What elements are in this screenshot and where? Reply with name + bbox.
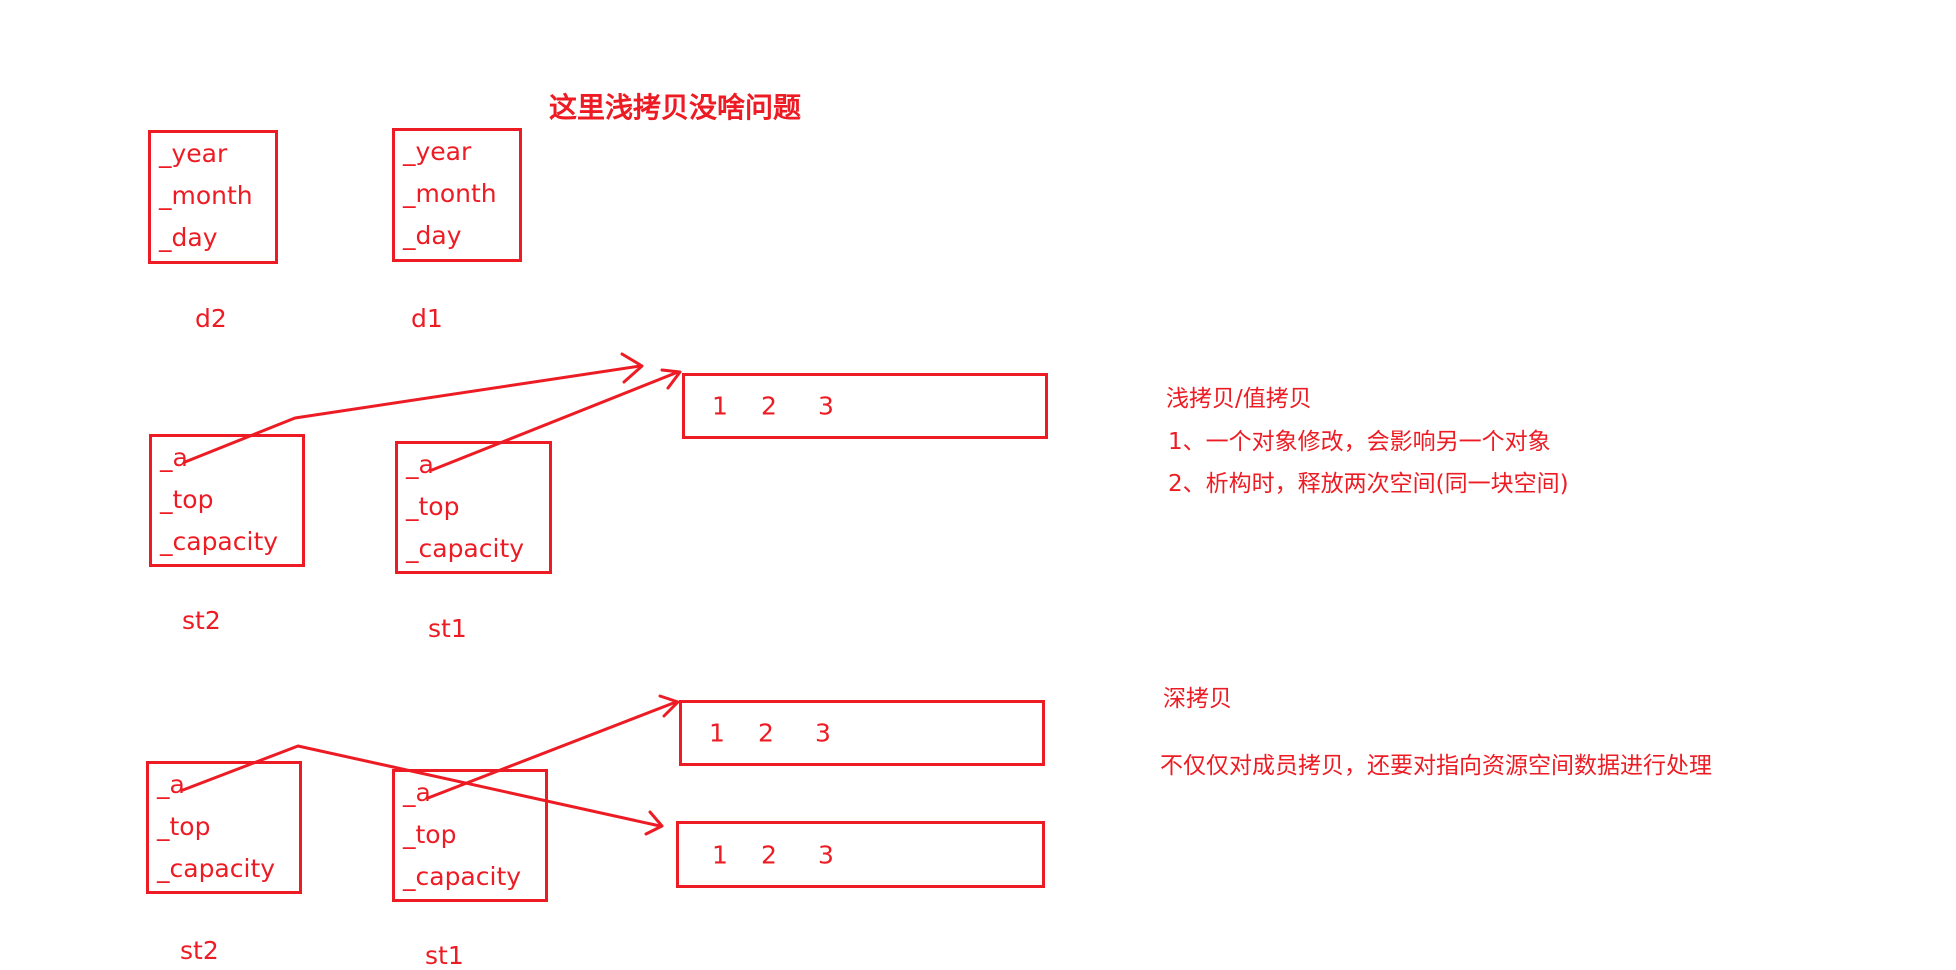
array-cell: 1	[709, 718, 725, 748]
label-st2: st2	[180, 936, 219, 965]
field-top: _top	[403, 820, 457, 849]
label-d2: d2	[195, 304, 227, 333]
deep-array-1: 1 2 3	[679, 700, 1045, 766]
diagram-title: 这里浅拷贝没啥问题	[549, 91, 802, 124]
label-st2: st2	[182, 606, 221, 635]
arrowhead	[660, 368, 682, 390]
array-cell: 1	[712, 840, 728, 869]
array-cell: 2	[761, 391, 777, 421]
shallow-copy-point-1: 1、一个对象修改，会影响另一个对象	[1168, 429, 1551, 455]
array-cell: 2	[761, 840, 777, 869]
field-a: _a	[157, 770, 185, 799]
shallow-copy-point-2: 2、析构时，释放两次空间(同一块空间)	[1168, 471, 1569, 497]
field-a: _a	[160, 443, 188, 472]
array-cell: 2	[758, 718, 774, 748]
field-capacity: _capacity	[403, 862, 522, 891]
deep-stack-object-st1: _a _top _capacity	[392, 769, 548, 902]
arrowhead	[620, 352, 644, 384]
array-cell: 3	[818, 840, 834, 869]
field-capacity: _capacity	[157, 854, 276, 883]
array-cell: 3	[818, 391, 834, 421]
arrowhead	[644, 810, 664, 836]
label-st1: st1	[425, 941, 464, 970]
deep-copy-heading: 深拷贝	[1163, 686, 1232, 712]
shallow-shared-array: 1 2 3	[682, 373, 1048, 439]
shallow-stack-object-st2: _a _top _capacity	[149, 434, 305, 567]
deep-stack-object-st2: _a _top _capacity	[146, 761, 302, 894]
shallow-stack-object-st1: _a _top _capacity	[395, 441, 552, 574]
field-year: _year	[403, 137, 472, 166]
deep-copy-point-1: 不仅仅对成员拷贝，还要对指向资源空间数据进行处理	[1160, 753, 1712, 779]
deep-array-2: 1 2 3	[676, 821, 1045, 888]
field-year: _year	[159, 139, 228, 168]
field-top: _top	[157, 812, 211, 841]
array-cell: 1	[712, 391, 728, 421]
label-d1: d1	[411, 304, 443, 333]
field-capacity: _capacity	[160, 527, 279, 556]
field-a: _a	[406, 450, 434, 479]
field-capacity: _capacity	[406, 534, 525, 563]
field-day: _day	[403, 221, 462, 250]
date-object-d1: _year _month _day	[392, 128, 522, 262]
array-cell: 3	[815, 718, 831, 748]
date-object-d2: _year _month _day	[148, 130, 278, 264]
field-month: _month	[403, 179, 497, 208]
field-a: _a	[403, 778, 431, 807]
arrowhead	[658, 694, 680, 718]
field-month: _month	[159, 181, 253, 210]
shallow-copy-heading: 浅拷贝/值拷贝	[1166, 386, 1312, 412]
field-day: _day	[159, 223, 218, 252]
field-top: _top	[406, 492, 460, 521]
field-top: _top	[160, 485, 214, 514]
label-st1: st1	[428, 614, 467, 643]
